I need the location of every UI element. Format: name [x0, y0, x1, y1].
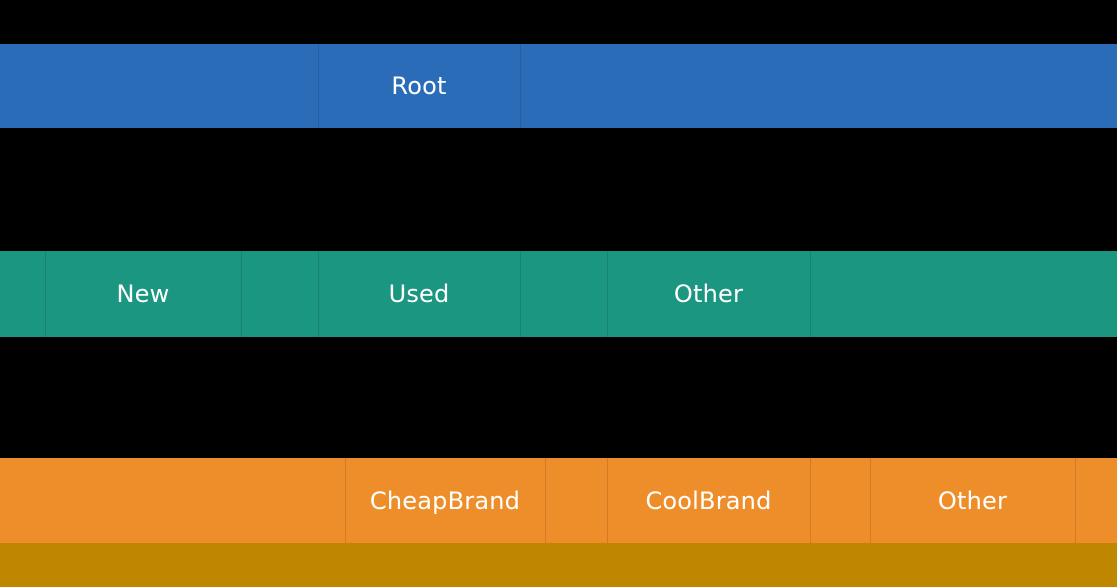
node-unlabeled[interactable] — [0, 44, 318, 128]
brand-level: CheapBrand CoolBrand Other — [0, 458, 1117, 543]
node-label: Used — [388, 280, 450, 308]
node-unlabeled[interactable] — [241, 251, 318, 337]
node-unlabeled[interactable] — [0, 543, 1117, 587]
node-new[interactable]: New — [45, 251, 241, 337]
node-unlabeled[interactable] — [520, 44, 1117, 128]
node-unlabeled[interactable] — [545, 458, 607, 543]
node-unlabeled[interactable] — [1075, 458, 1117, 543]
root-level: Root — [0, 44, 1117, 128]
node-unlabeled[interactable] — [0, 251, 45, 337]
node-unlabeled[interactable] — [520, 251, 607, 337]
node-label: Other — [673, 280, 744, 308]
node-used[interactable]: Used — [318, 251, 520, 337]
node-label: Root — [391, 72, 447, 100]
node-label: CheapBrand — [369, 486, 521, 515]
node-unlabeled[interactable] — [810, 251, 1117, 337]
node-unlabeled[interactable] — [810, 458, 870, 543]
condition-level: New Used Other — [0, 251, 1117, 337]
node-cheapbrand[interactable]: CheapBrand — [345, 458, 545, 543]
node-root[interactable]: Root — [318, 44, 520, 128]
node-unlabeled[interactable] — [0, 458, 345, 543]
node-coolbrand[interactable]: CoolBrand — [607, 458, 810, 543]
node-other[interactable]: Other — [607, 251, 810, 337]
node-label: CoolBrand — [645, 486, 772, 515]
node-other[interactable]: Other — [870, 458, 1075, 543]
leaf-level — [0, 543, 1117, 587]
node-label: Other — [937, 486, 1008, 515]
node-label: New — [116, 280, 170, 308]
